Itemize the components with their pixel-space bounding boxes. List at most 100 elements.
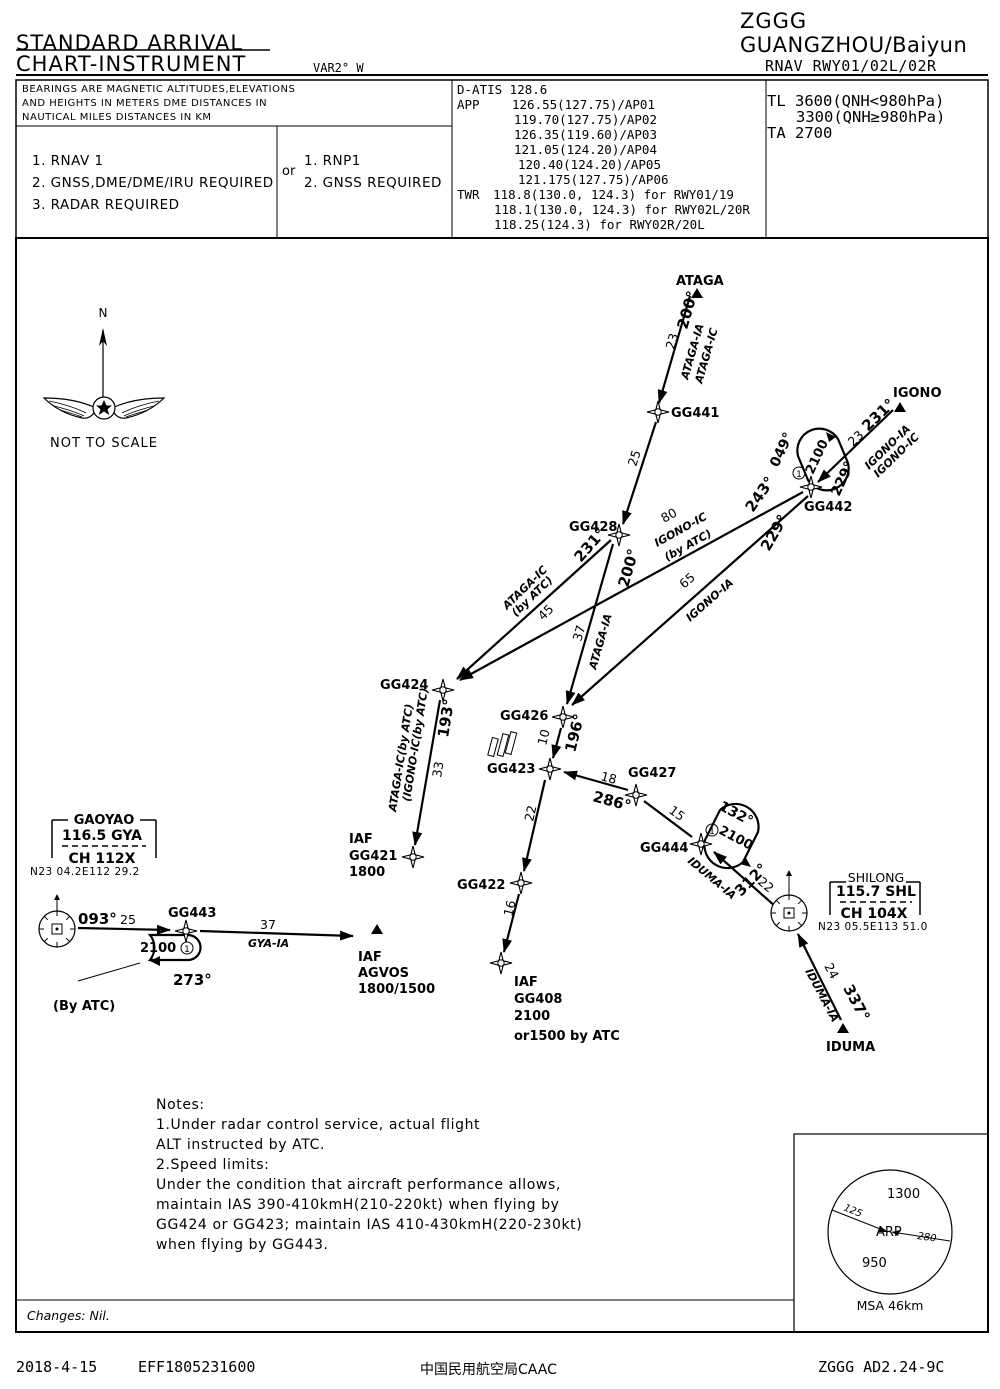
nav-requirements-right: 1. RNP1 2. GNSS REQUIRED: [304, 153, 442, 191]
footer-effective: EFF1805231600: [138, 1358, 256, 1376]
hold-gg442-outbound: 049°: [767, 430, 797, 470]
dist-gg426-gg423: 10: [534, 728, 552, 747]
label-gg427: GG427: [628, 766, 676, 781]
waypoint-gg408: [489, 951, 513, 975]
waypoint-gg423: [538, 757, 562, 781]
runway-symbol-icon: [487, 730, 518, 758]
dist-gya-ia: 37: [260, 917, 276, 932]
route-gya-gg443: [77, 924, 171, 935]
label-gg426: GG426: [500, 709, 548, 724]
hold-gg443-inbound: 273°: [173, 971, 212, 989]
msa-north-alt: 1300: [887, 1187, 920, 1202]
hold-gg442-time: 1: [796, 470, 802, 480]
hold-gg444-time: 1: [709, 827, 715, 837]
label-gg408-alt-atc: or1500 by ATC: [514, 1029, 620, 1044]
route-gg441-gg428: [621, 421, 658, 525]
label-gg421-name: GG421: [349, 849, 397, 864]
fix-iduma-triangle-icon: [837, 1023, 849, 1033]
label-gg408-iaf: IAF: [514, 975, 538, 990]
north-label: N: [99, 306, 108, 320]
route-iduma-shl: [797, 933, 842, 1021]
route-gg444-gg427: [643, 800, 693, 838]
label-gg444: GG444: [640, 841, 688, 856]
dist-ataga-gg441: 23: [662, 331, 681, 350]
waypoint-gg443: [174, 919, 198, 943]
dist-ataga-ia: 37: [569, 623, 588, 642]
name-gya-ia: GYA-IA: [248, 937, 289, 950]
not-to-scale-label: NOT TO SCALE: [50, 436, 158, 451]
chart-title-line1: STANDARD ARRIVAL: [16, 31, 244, 55]
route-shl-gg444: [713, 851, 777, 908]
label-gg421-iaf: IAF: [349, 832, 373, 847]
msa-bearing-b: 280: [917, 1231, 937, 1245]
footer-date: 2018-4-15: [16, 1358, 98, 1376]
fix-agvos-triangle-icon: [371, 924, 383, 934]
changes-label: Changes: Nil.: [27, 1308, 110, 1323]
label-iduma: IDUMA: [826, 1040, 875, 1055]
waypoint-gg422: [509, 871, 533, 895]
label-gg443: GG443: [168, 906, 216, 921]
waypoint-gg441: [646, 400, 670, 424]
label-gg442: GG442: [804, 500, 852, 515]
holding-patterns: [147, 427, 850, 962]
procedure-name: RNAV RWY01/02L/02R: [765, 57, 937, 75]
brg-iduma: 337°: [839, 981, 873, 1024]
hold-gg442-inbound: 229°: [828, 459, 858, 499]
label-gg441: GG441: [671, 406, 719, 421]
dist-gg422-gg408: 16: [500, 899, 518, 918]
label-gg408-alt: 2100: [514, 1009, 550, 1024]
route-lines: [77, 295, 894, 1021]
hold-gg443-time: 1: [184, 945, 190, 955]
route-gg443-agvos: [199, 929, 354, 941]
frequency-block: D-ATIS 128.6 APP 126.55(127.75)/AP01 119…: [457, 82, 750, 232]
dist-iduma-shl: 24: [821, 960, 842, 981]
vor-dme-shilong-icon: [770, 894, 808, 932]
msa-diagram: 1300 950 ARP 125 280 MSA 46km: [827, 1169, 953, 1313]
dist-gg441-gg428: 25: [625, 448, 644, 468]
dist-gya-gg443: 25: [120, 912, 136, 927]
waypoint-gg424: [431, 678, 455, 702]
label-agvos-name: AGVOS: [358, 966, 409, 981]
label-ataga: ATAGA: [676, 274, 724, 289]
dist-igono-gg442: 23: [845, 427, 867, 449]
bearings-note: BEARINGS ARE MAGNETIC ALTITUDES,ELEVATIO…: [22, 84, 296, 123]
msa-label: MSA 46km: [857, 1298, 924, 1313]
dist-gg424-gg421: 33: [429, 760, 446, 778]
label-by-atc: (By ATC): [53, 999, 115, 1014]
vor-dme-gaoyao-icon: [38, 910, 76, 948]
nav-requirements-left: 1. RNAV 1 2. GNSS,DME/DME/IRU REQUIRED 3…: [32, 153, 274, 213]
label-igono: IGONO: [893, 386, 942, 401]
label-gg408-name: GG408: [514, 992, 562, 1007]
dist-igono-ia: 65: [676, 570, 698, 592]
route-gg428-gg426: [565, 543, 615, 705]
footer-page-id: ZGGG AD2.24-9C: [818, 1358, 945, 1376]
fix-igono-triangle-icon: [894, 402, 906, 412]
label-gg424: GG424: [380, 678, 428, 693]
route-gg426-gg423: [551, 727, 563, 759]
route-ataga-gg441: [657, 295, 692, 404]
hold-gg443: [147, 933, 202, 962]
airport-name: GUANGZHOU/Baiyun: [740, 33, 968, 57]
msa-center: ARP: [876, 1225, 902, 1240]
brg-gg427: 286°: [591, 787, 633, 814]
route-gg427-gg423: [563, 770, 629, 792]
route-gg424-gg421: [412, 699, 442, 846]
gaoyao-freq: 116.5 GYA: [62, 828, 142, 844]
dist-igono-ic: 80: [658, 505, 679, 526]
route-gg423-gg422: [522, 779, 547, 872]
notes-block: Notes: 1.Under radar control service, ac…: [156, 1097, 583, 1253]
label-agvos-alt: 1800/1500: [358, 982, 435, 997]
brg-gg424: 193°: [434, 697, 458, 738]
shilong-freq: 115.7 SHL: [836, 884, 916, 900]
route-gg442-gg424: [459, 491, 804, 681]
brg-gg442-229: 229°: [757, 511, 792, 554]
transition-level: TL 3600(QNH<980hPa) 3300(QNH≥980hPa) TA …: [767, 92, 946, 142]
msa-bearing-a: 125: [842, 1203, 864, 1220]
hold-gg444: [703, 802, 760, 870]
waypoint-gg421: [401, 845, 425, 869]
gaoyao-name: GAOYAO: [74, 813, 135, 828]
dist-gg423-gg422: 22: [521, 804, 539, 823]
route-igono-gg442: [817, 409, 894, 483]
star-wings-emblem-icon: [42, 396, 166, 420]
